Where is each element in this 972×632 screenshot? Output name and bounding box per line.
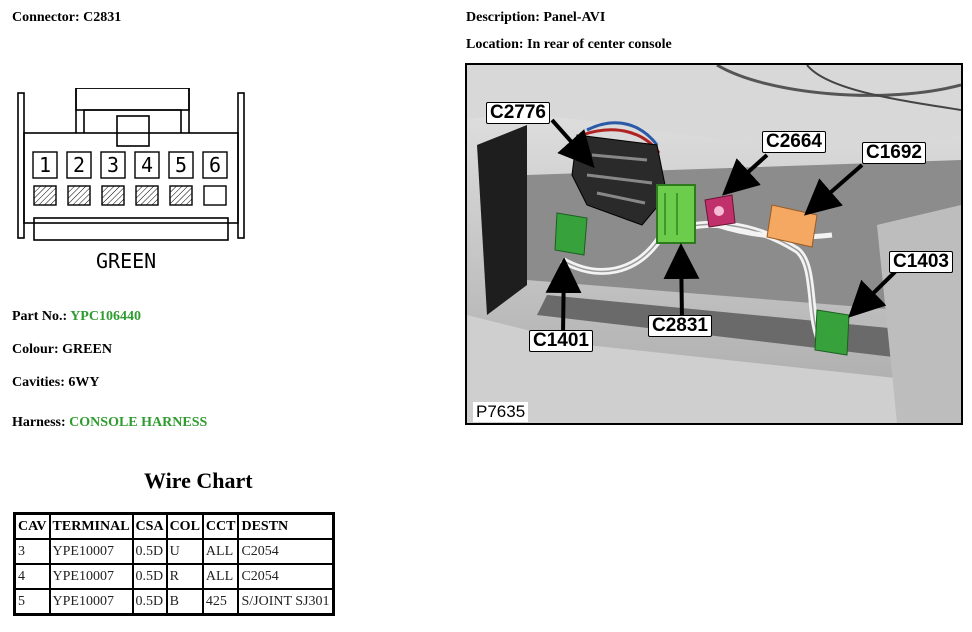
wire-chart-cell: C2054 bbox=[237, 563, 335, 590]
wire-chart-cell: YPE10007 bbox=[48, 563, 134, 590]
cavity-number: 5 bbox=[175, 153, 187, 177]
callout-c1403: C1403 bbox=[889, 251, 953, 273]
terminal-populated bbox=[135, 185, 159, 206]
wire-chart-cell: 4 bbox=[13, 563, 51, 590]
wire-chart-header-cell: CCT bbox=[201, 512, 240, 540]
photo-illustration bbox=[467, 65, 961, 423]
harness-label: Harness: bbox=[12, 415, 66, 430]
wire-chart-title: Wire Chart bbox=[144, 468, 253, 493]
wire-chart-cell: 0.5D bbox=[131, 538, 168, 565]
cavity-number: 6 bbox=[209, 153, 221, 177]
location-photo: C2776 C2664 C1692 C1403 C2831 C1401 P763… bbox=[465, 63, 963, 425]
wire-chart-cell: 5 bbox=[13, 588, 51, 616]
cavity-number: 4 bbox=[141, 153, 153, 177]
location-label: Location: In rear of center console bbox=[466, 37, 672, 52]
wire-chart-cell: 3 bbox=[13, 538, 51, 565]
cavity-number-box bbox=[168, 151, 194, 179]
cavity-number-box bbox=[66, 151, 92, 179]
callout-c1401: C1401 bbox=[529, 330, 593, 352]
cavity-number-box bbox=[202, 151, 228, 179]
wire-chart-header-cell: TERMINAL bbox=[48, 512, 134, 540]
wire-chart-cell: S/JOINT SJ301 bbox=[237, 588, 335, 616]
description-label: Description: Panel-AVI bbox=[466, 10, 606, 25]
terminal-populated bbox=[67, 185, 91, 206]
callout-c2664: C2664 bbox=[762, 131, 826, 153]
wire-chart-cell: YPE10007 bbox=[48, 588, 134, 616]
harness-value[interactable]: CONSOLE HARNESS bbox=[69, 415, 208, 430]
wire-chart-header-cell: CSA bbox=[131, 512, 168, 540]
terminal-populated bbox=[169, 185, 193, 206]
wire-chart-cell: C2054 bbox=[237, 538, 335, 565]
wire-chart-cell: 0.5D bbox=[131, 563, 168, 590]
part-number-value[interactable]: YPC106440 bbox=[70, 309, 141, 324]
terminal-empty bbox=[203, 185, 227, 206]
colour-info: Colour: GREEN bbox=[12, 342, 112, 357]
part-number: Part No.: YPC106440 bbox=[12, 309, 141, 325]
cavity-number: 1 bbox=[39, 153, 51, 177]
drawing-colour-caption: GREEN bbox=[96, 249, 156, 273]
wire-chart-cell: R bbox=[165, 563, 204, 590]
cavity-number-box bbox=[32, 151, 58, 179]
wire-chart-cell: ALL bbox=[201, 538, 240, 565]
photo-id: P7635 bbox=[473, 402, 529, 422]
wire-chart-header-cell: CAV bbox=[13, 512, 51, 540]
wire-chart-cell: YPE10007 bbox=[48, 538, 134, 565]
cavity-number: 2 bbox=[73, 153, 85, 177]
harness-info: Harness: CONSOLE HARNESS bbox=[12, 415, 207, 431]
callout-c2831: C2831 bbox=[648, 315, 712, 337]
callout-c1692: C1692 bbox=[862, 142, 926, 164]
wire-chart-header-cell: DESTN bbox=[237, 512, 335, 540]
part-number-label: Part No.: bbox=[12, 309, 68, 324]
wire-chart-cell: ALL bbox=[201, 563, 240, 590]
terminal-populated bbox=[101, 185, 125, 206]
callout-c2776: C2776 bbox=[486, 102, 550, 124]
wire-chart-cell: B bbox=[165, 588, 204, 616]
wire-chart-header-cell: COL bbox=[165, 512, 204, 540]
cavity-number-box bbox=[134, 151, 160, 179]
cavity-number: 3 bbox=[107, 153, 119, 177]
wire-chart-cell: 0.5D bbox=[131, 588, 168, 616]
cavities-info: Cavities: 6WY bbox=[12, 375, 100, 390]
terminal-populated bbox=[33, 185, 57, 206]
connector-label: Connector: C2831 bbox=[12, 10, 122, 25]
wire-chart-cell: 425 bbox=[201, 588, 240, 616]
wire-chart-cell: U bbox=[165, 538, 204, 565]
cavity-number-box bbox=[100, 151, 126, 179]
